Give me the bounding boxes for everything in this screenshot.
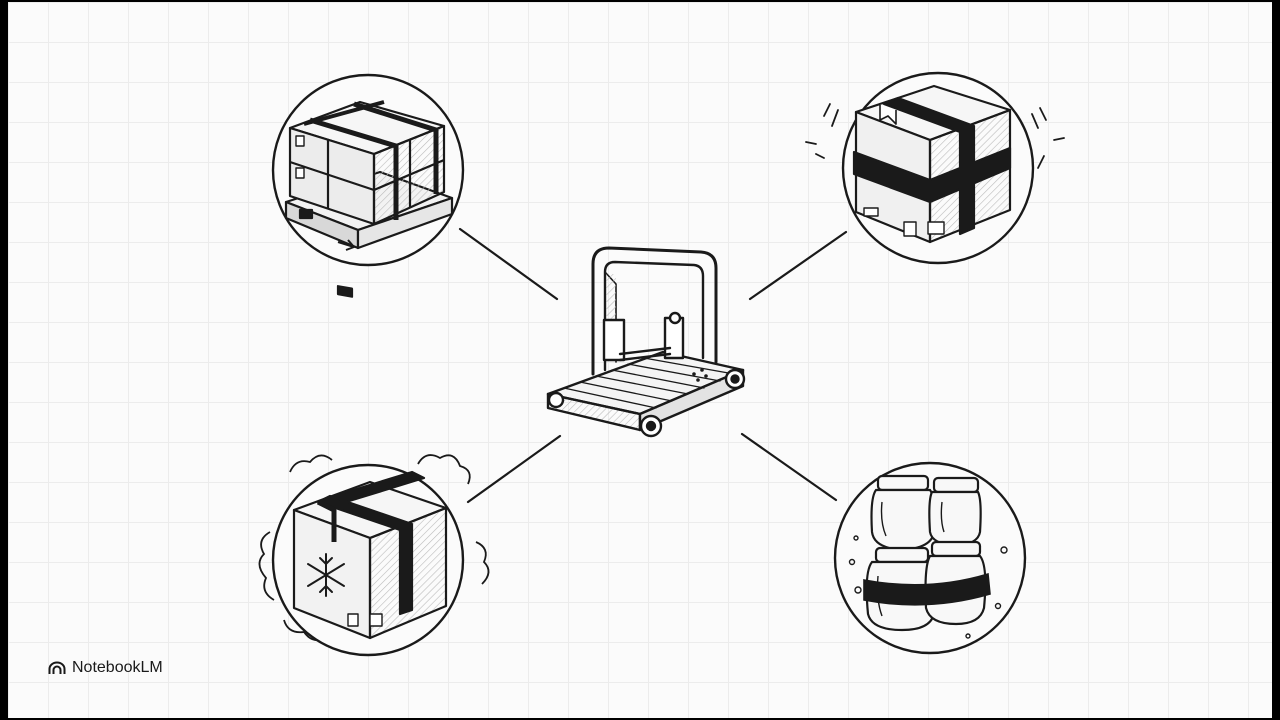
strapped-shipping-box-icon (805, 71, 1065, 265)
notebooklm-watermark: NotebookLM (48, 659, 163, 677)
connector-line-top-left (458, 227, 559, 301)
cold-vapor-clouds (258, 454, 490, 642)
connector-line-top-right (748, 230, 848, 301)
bubble-dots (848, 535, 1008, 639)
connector-line-bottom-left (466, 434, 562, 504)
brand-name: NotebookLM (72, 659, 163, 676)
vibration-lines (805, 103, 1065, 169)
slide-canvas: NotebookLM (8, 2, 1272, 718)
notebooklm-logo-icon (48, 661, 66, 674)
palletized-boxes-icon (271, 73, 465, 298)
cold-chain-box-icon (258, 454, 490, 657)
robotic-packaging-machine-icon (546, 246, 746, 438)
connector-line-bottom-right (740, 432, 838, 502)
snowflake-icon (307, 553, 345, 597)
banded-jars-icon (833, 461, 1027, 655)
connector-lines (458, 227, 848, 504)
packaging-illustration (258, 71, 1065, 657)
